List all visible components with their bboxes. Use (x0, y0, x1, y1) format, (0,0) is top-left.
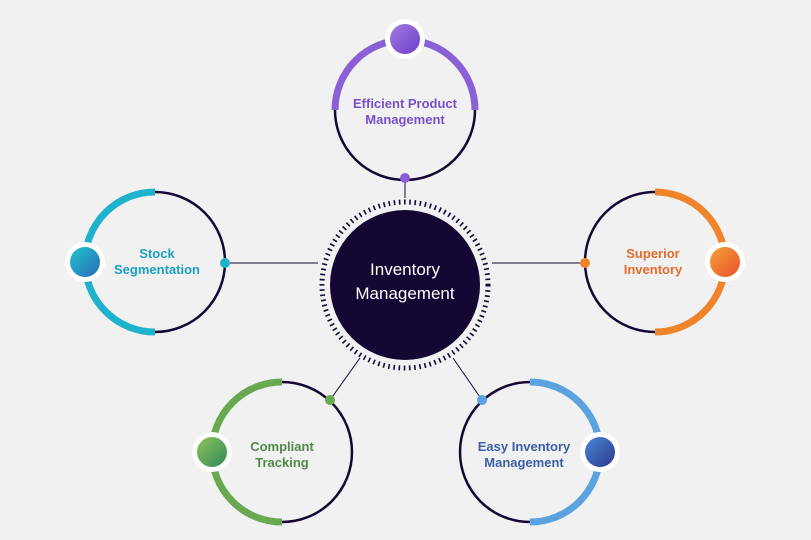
center-title-line1: Inventory (370, 260, 440, 279)
label-stock-segmentation-line2: Segmentation (114, 262, 200, 277)
center-dotted-ring (319, 199, 491, 371)
node-easy-inventory-dot (477, 395, 487, 405)
node-superior-inventory (580, 188, 745, 336)
center-circle (330, 210, 480, 360)
label-stock-segmentation-line1: Stock (139, 246, 175, 261)
label-efficient-product-line1: Efficient Product (352, 96, 457, 111)
label-compliant-tracking-line1: Compliant (250, 439, 314, 454)
label-efficient-product-line2: Management (365, 112, 445, 127)
label-superior-inventory: Superior Inventory (578, 246, 728, 278)
label-easy-inventory-line2: Management (484, 455, 564, 470)
connector-bottom-right (452, 357, 483, 401)
node-efficient-product (331, 19, 479, 183)
label-superior-inventory-line1: Superior (626, 246, 680, 261)
node-stock-segmentation (65, 188, 230, 336)
node-easy-inventory-bullet (585, 437, 615, 467)
node-stock-segmentation-bullet (70, 247, 100, 277)
node-superior-inventory-dot (580, 258, 590, 268)
node-compliant-tracking (192, 378, 354, 526)
node-easy-inventory (458, 378, 620, 526)
label-superior-inventory-line2: Inventory (623, 262, 683, 277)
center-title: Inventory Management (330, 258, 480, 306)
center-title-line2: Management (355, 284, 455, 303)
label-easy-inventory-line1: Easy Inventory (477, 439, 571, 454)
node-compliant-tracking-bullet (197, 437, 227, 467)
node-compliant-tracking-dot (325, 395, 335, 405)
node-efficient-product-bullet (390, 24, 420, 54)
node-superior-inventory-bullet (710, 247, 740, 277)
label-efficient-product: Efficient Product Management (330, 96, 480, 128)
node-efficient-product-dot (400, 173, 410, 183)
node-stock-segmentation-dot (220, 258, 230, 268)
connector-bottom-left (329, 357, 361, 401)
label-easy-inventory: Easy Inventory Management (449, 439, 599, 471)
label-compliant-tracking: Compliant Tracking (207, 439, 357, 471)
label-compliant-tracking-line2: Tracking (255, 455, 309, 470)
label-stock-segmentation: Stock Segmentation (82, 246, 232, 278)
